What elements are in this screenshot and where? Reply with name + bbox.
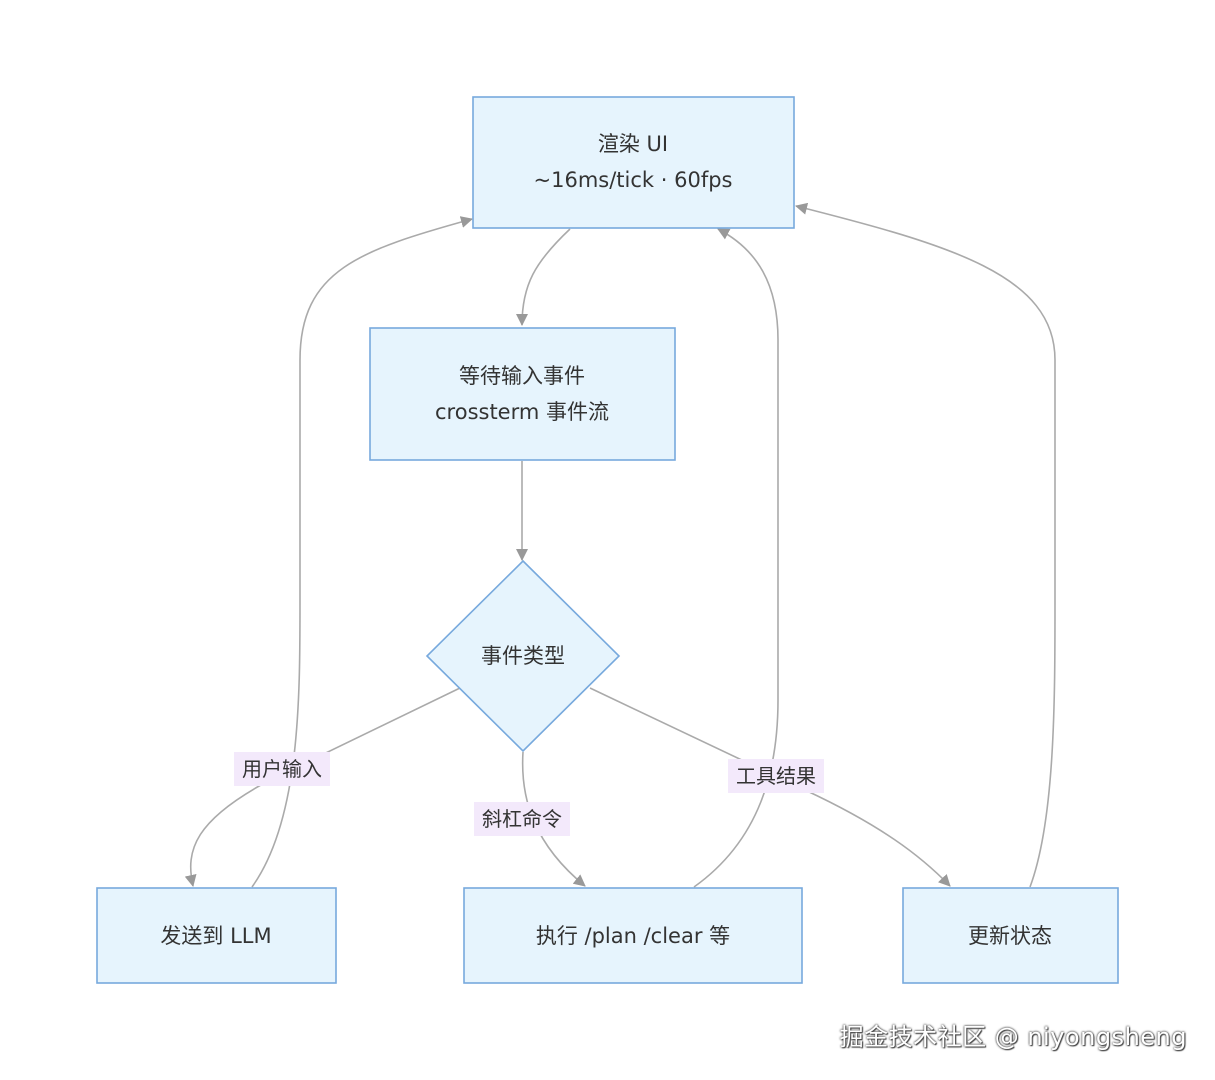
node-event-type-label: 事件类型 xyxy=(481,644,565,668)
edge-label-slash-cmd-text: 斜杠命令 xyxy=(482,807,562,831)
edge-label-tool-result-text: 工具结果 xyxy=(736,764,816,788)
node-exec-command: 执行 /plan /clear 等 xyxy=(463,887,803,984)
edge-decision-to-send xyxy=(184,687,461,887)
node-render-ui: 渲染 UI ~16ms/tick · 60fps xyxy=(472,96,795,229)
node-send-llm: 发送到 LLM xyxy=(96,887,337,984)
edge-label-slash-cmd: 斜杠命令 xyxy=(474,802,570,836)
edge-decision-to-update xyxy=(589,687,951,887)
edge-render-to-wait xyxy=(516,228,571,326)
node-exec-command-label: 执行 /plan /clear 等 xyxy=(536,924,730,948)
edge-exec-to-render xyxy=(693,228,779,888)
edge-update-to-render xyxy=(795,202,1056,888)
node-wait-input-subtitle: crossterm 事件流 xyxy=(435,400,609,424)
edge-label-tool-result: 工具结果 xyxy=(728,759,824,793)
edge-send-to-render xyxy=(251,216,473,888)
node-wait-input: 等待输入事件 crossterm 事件流 xyxy=(369,327,676,461)
node-render-ui-title: 渲染 UI xyxy=(598,132,668,156)
node-send-llm-label: 发送到 LLM xyxy=(160,924,271,948)
node-render-ui-subtitle: ~16ms/tick · 60fps xyxy=(534,168,733,192)
edge-label-user-input: 用户输入 xyxy=(234,752,330,786)
node-wait-input-title: 等待输入事件 xyxy=(459,364,585,388)
edge-label-user-input-text: 用户输入 xyxy=(242,757,322,781)
node-update-state-label: 更新状态 xyxy=(968,924,1052,948)
watermark: 掘金技术社区 @ niyongsheng xyxy=(839,1023,1187,1051)
node-event-type-decision: 事件类型 xyxy=(425,559,621,753)
node-update-state: 更新状态 xyxy=(902,887,1119,984)
